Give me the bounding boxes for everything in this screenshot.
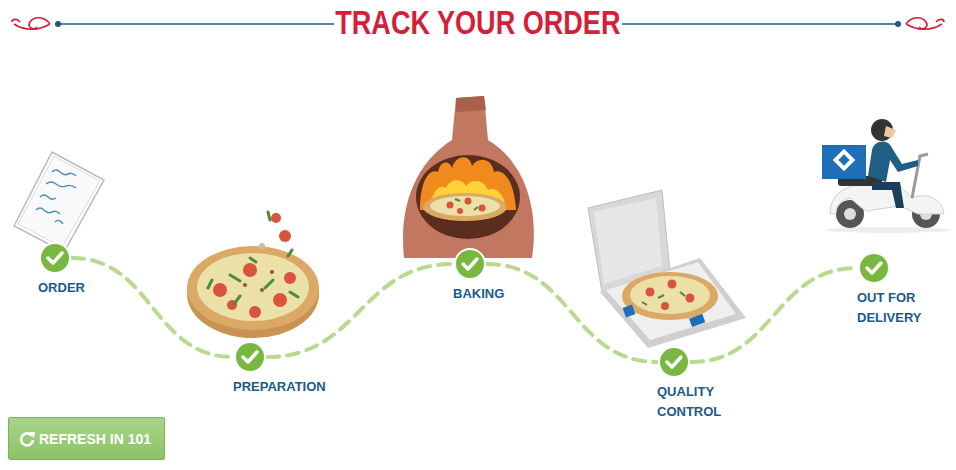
stage-checkpoint: BAKING	[453, 247, 487, 281]
pizza-box	[588, 190, 746, 348]
check-icon	[657, 345, 691, 379]
stage-label: PREPARATION	[233, 377, 326, 397]
button-label: REFRESH IN 101	[39, 431, 151, 447]
check-icon	[857, 251, 891, 285]
check-icon	[453, 247, 487, 281]
stage-checkpoint: ORDER	[38, 241, 72, 275]
delivery-scooter	[822, 119, 950, 233]
stage-checkpoint: PREPARATION	[233, 340, 267, 374]
stage-label: OUT FOR DELIVERY	[857, 288, 937, 328]
refresh-icon	[18, 430, 36, 448]
stage-label: ORDER	[38, 278, 85, 298]
page-title: TRACK YOUR ORDER	[0, 4, 956, 42]
oven	[403, 96, 534, 258]
title-text: TRACK YOUR ORDER	[335, 4, 620, 42]
check-icon	[38, 241, 72, 275]
stage-checkpoint: QUALITY CONTROL	[657, 345, 691, 379]
check-icon	[233, 340, 267, 374]
stage-label: BAKING	[453, 284, 504, 304]
order-sheet	[14, 152, 104, 252]
stage-checkpoint: OUT FOR DELIVERY	[857, 251, 891, 285]
stage-label: QUALITY CONTROL	[657, 382, 735, 422]
refresh-button: REFRESH IN 101	[8, 417, 165, 460]
pizza-preparation	[187, 212, 319, 338]
